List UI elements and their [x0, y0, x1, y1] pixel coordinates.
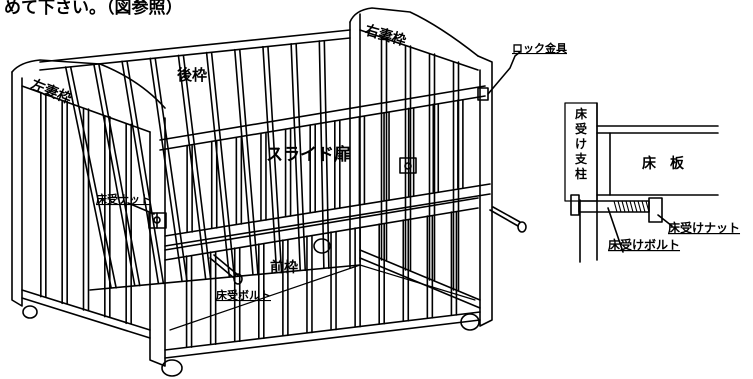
rear-bar: [121, 60, 160, 285]
floor-bolt-label: 床受ボルト: [216, 288, 271, 302]
rear-bar: [69, 66, 117, 289]
floor-board-label: 床 板: [642, 155, 685, 172]
floor-support-nut-label: 床受けナット: [668, 220, 740, 235]
detail-drawing: [564, 102, 719, 263]
lock-fitting-label: ロック金具: [512, 41, 567, 55]
bolt-thread: [633, 200, 638, 213]
right-end-bars: [380, 37, 460, 291]
floor-bolt-right: [489, 206, 527, 233]
rear-bar: [295, 43, 307, 272]
bolt-thread: [637, 200, 642, 213]
rear-frame-label: 後枠: [176, 66, 207, 84]
label-right-end-frame: 右妻枠: [362, 21, 408, 49]
slide-door: [159, 85, 491, 247]
rear-bar: [98, 63, 141, 287]
rear-bar: [267, 45, 283, 274]
floor-bolt-front: [209, 254, 243, 285]
floor-support-post-label: 床受け支柱: [574, 106, 588, 181]
left-end-frame: [11, 59, 166, 367]
rear-bar: [238, 48, 259, 276]
front-frame-bars: [185, 211, 458, 348]
rear-bar: [126, 60, 165, 285]
rear-bar: [323, 40, 330, 269]
bolt-thread: [621, 200, 626, 213]
right-end-frame-label: 右妻枠: [362, 21, 408, 49]
front-frame: [164, 197, 481, 359]
label-left-end-frame: 左妻枠: [28, 76, 74, 108]
floor-nut-right: [399, 157, 417, 174]
right-end-frame: [349, 7, 493, 327]
front-frame-label: 前枠: [270, 259, 298, 276]
left-end-bars: [40, 92, 132, 325]
slide-door-bars: [186, 99, 464, 233]
lock-fitting: [477, 51, 521, 101]
rear-bar: [262, 45, 278, 274]
rear-bar: [318, 40, 325, 269]
rear-bar: [290, 43, 302, 272]
rear-bar: [93, 63, 136, 287]
rear-bar: [210, 51, 236, 278]
floor-plane: [169, 264, 476, 331]
header-text: めて下さい。（図参照）: [4, 0, 183, 18]
slide-door-label: スライド扉: [266, 144, 351, 165]
left-end-frame-label: 左妻枠: [28, 76, 74, 108]
bolt-thread: [617, 200, 622, 213]
bolt-thread: [625, 200, 630, 213]
rear-bar: [182, 54, 212, 280]
caster-wheels: [22, 238, 480, 377]
bolt-thread: [613, 200, 618, 213]
floor-support-bolt-label: 床受けボルト: [608, 237, 680, 252]
floor-nut: [127, 202, 167, 229]
rear-bar: [233, 48, 254, 276]
bolt-thread: [629, 200, 634, 213]
bolt-thread: [641, 200, 646, 213]
floor-nut-label: 床受ナット: [96, 192, 151, 206]
